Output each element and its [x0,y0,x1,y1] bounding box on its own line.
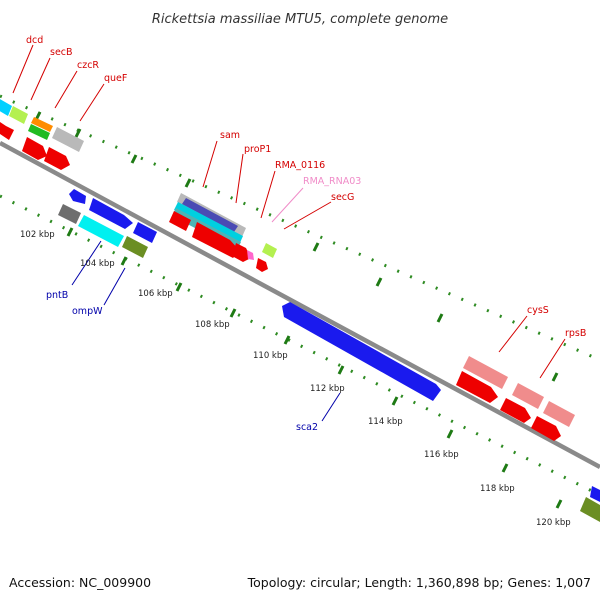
gene-label-cyss: cysS [527,305,549,316]
gene-block-gray [52,127,84,152]
gene-label-sca2: sca2 [296,422,318,433]
gene-label-prop1: proP1 [244,144,271,155]
gene-arrow-blue-pntb [89,198,133,229]
gene-cluster-middle [169,193,277,272]
gene-block-olive [122,236,148,258]
gene-block-salmon-c [543,401,575,427]
gene-block-salmon-a [463,356,508,389]
map-title: Rickettsia massiliae MTU5, complete geno… [152,12,448,27]
genome-backbone [0,141,600,469]
gene-label-czcr: czcR [77,60,99,71]
gene-arrow-blue-sca2 [282,302,441,401]
gene-arrow-red-right-a [456,371,498,403]
gene-label-secb: secB [50,47,73,58]
gene-label-rma-rna03: RMA_RNA03 [303,176,361,187]
gene-block-darkgray [58,204,81,224]
gene-label-quef: queF [104,73,127,84]
gene-arrow-blue-a [69,189,86,204]
gene-arrow-red-secg [256,258,268,272]
gene-arrow-red-mid-b [192,222,240,258]
tick-label-106: 106 kbp [138,289,173,299]
gene-arrow-red-mid-c [232,243,251,262]
gene-label-ompw: ompW [72,306,103,317]
gene-arrow-red-left-b [22,137,47,160]
tick-label-112: 112 kbp [310,384,345,394]
gene-label-rpsb: rpsB [565,328,586,339]
gene-block-purple [182,198,238,232]
gene-block-salmon-b [512,383,544,409]
label-leaders-blue [71,240,341,422]
tick-label-114: 114 kbp [368,417,403,427]
topology-text: Topology: circular; Length: 1,360,898 bp… [247,575,591,590]
gene-arrow-red-right-b [500,398,531,423]
gene-block-lime-left [9,106,28,124]
inner-dotted-track [0,194,600,497]
gene-arrow-red-mid-a [169,211,191,231]
gene-block-lime-mid [262,243,277,258]
tick-label-108: 108 kbp [195,320,230,330]
gene-arrow-red-right-c [531,416,561,441]
gene-arrow-red-left-c [44,147,70,170]
gene-label-sam: sam [220,130,240,141]
gene-block-orange [31,117,53,132]
accession-text: Accession: NC_009900 [9,575,152,590]
gene-arrow-red-left-a [0,122,14,140]
gene-label-rma0116: RMA_0116 [275,160,325,171]
gene-block-cyan-left [0,99,12,116]
gene-block-olive-edge [580,497,600,522]
tick-label-102: 102 kbp [20,230,55,240]
tick-label-110: 110 kbp [253,351,288,361]
gene-arrow-blue-edge [590,486,600,502]
tick-label-120: 120 kbp [536,518,571,528]
gene-block-cyan-ompw [78,215,124,247]
gene-cluster-right [456,356,600,522]
label-leader-rna [271,187,304,223]
gene-cluster-inner [58,189,157,258]
gene-label-pntb: pntB [46,290,68,301]
gene-rna-pink [247,250,254,260]
gene-arrow-blue-b [133,222,157,243]
label-leaders [12,44,566,379]
outer-dotted-track [0,94,600,362]
gene-block-green [28,124,50,140]
gene-cluster-left [0,99,84,170]
gene-label-secg: secG [331,192,354,203]
major-ticks [34,111,563,509]
tick-label-116: 116 kbp [424,450,459,460]
tick-label-118: 118 kbp [480,484,515,494]
tick-label-104: 104 kbp [80,259,115,269]
gene-label-dcd: dcd [26,35,43,46]
